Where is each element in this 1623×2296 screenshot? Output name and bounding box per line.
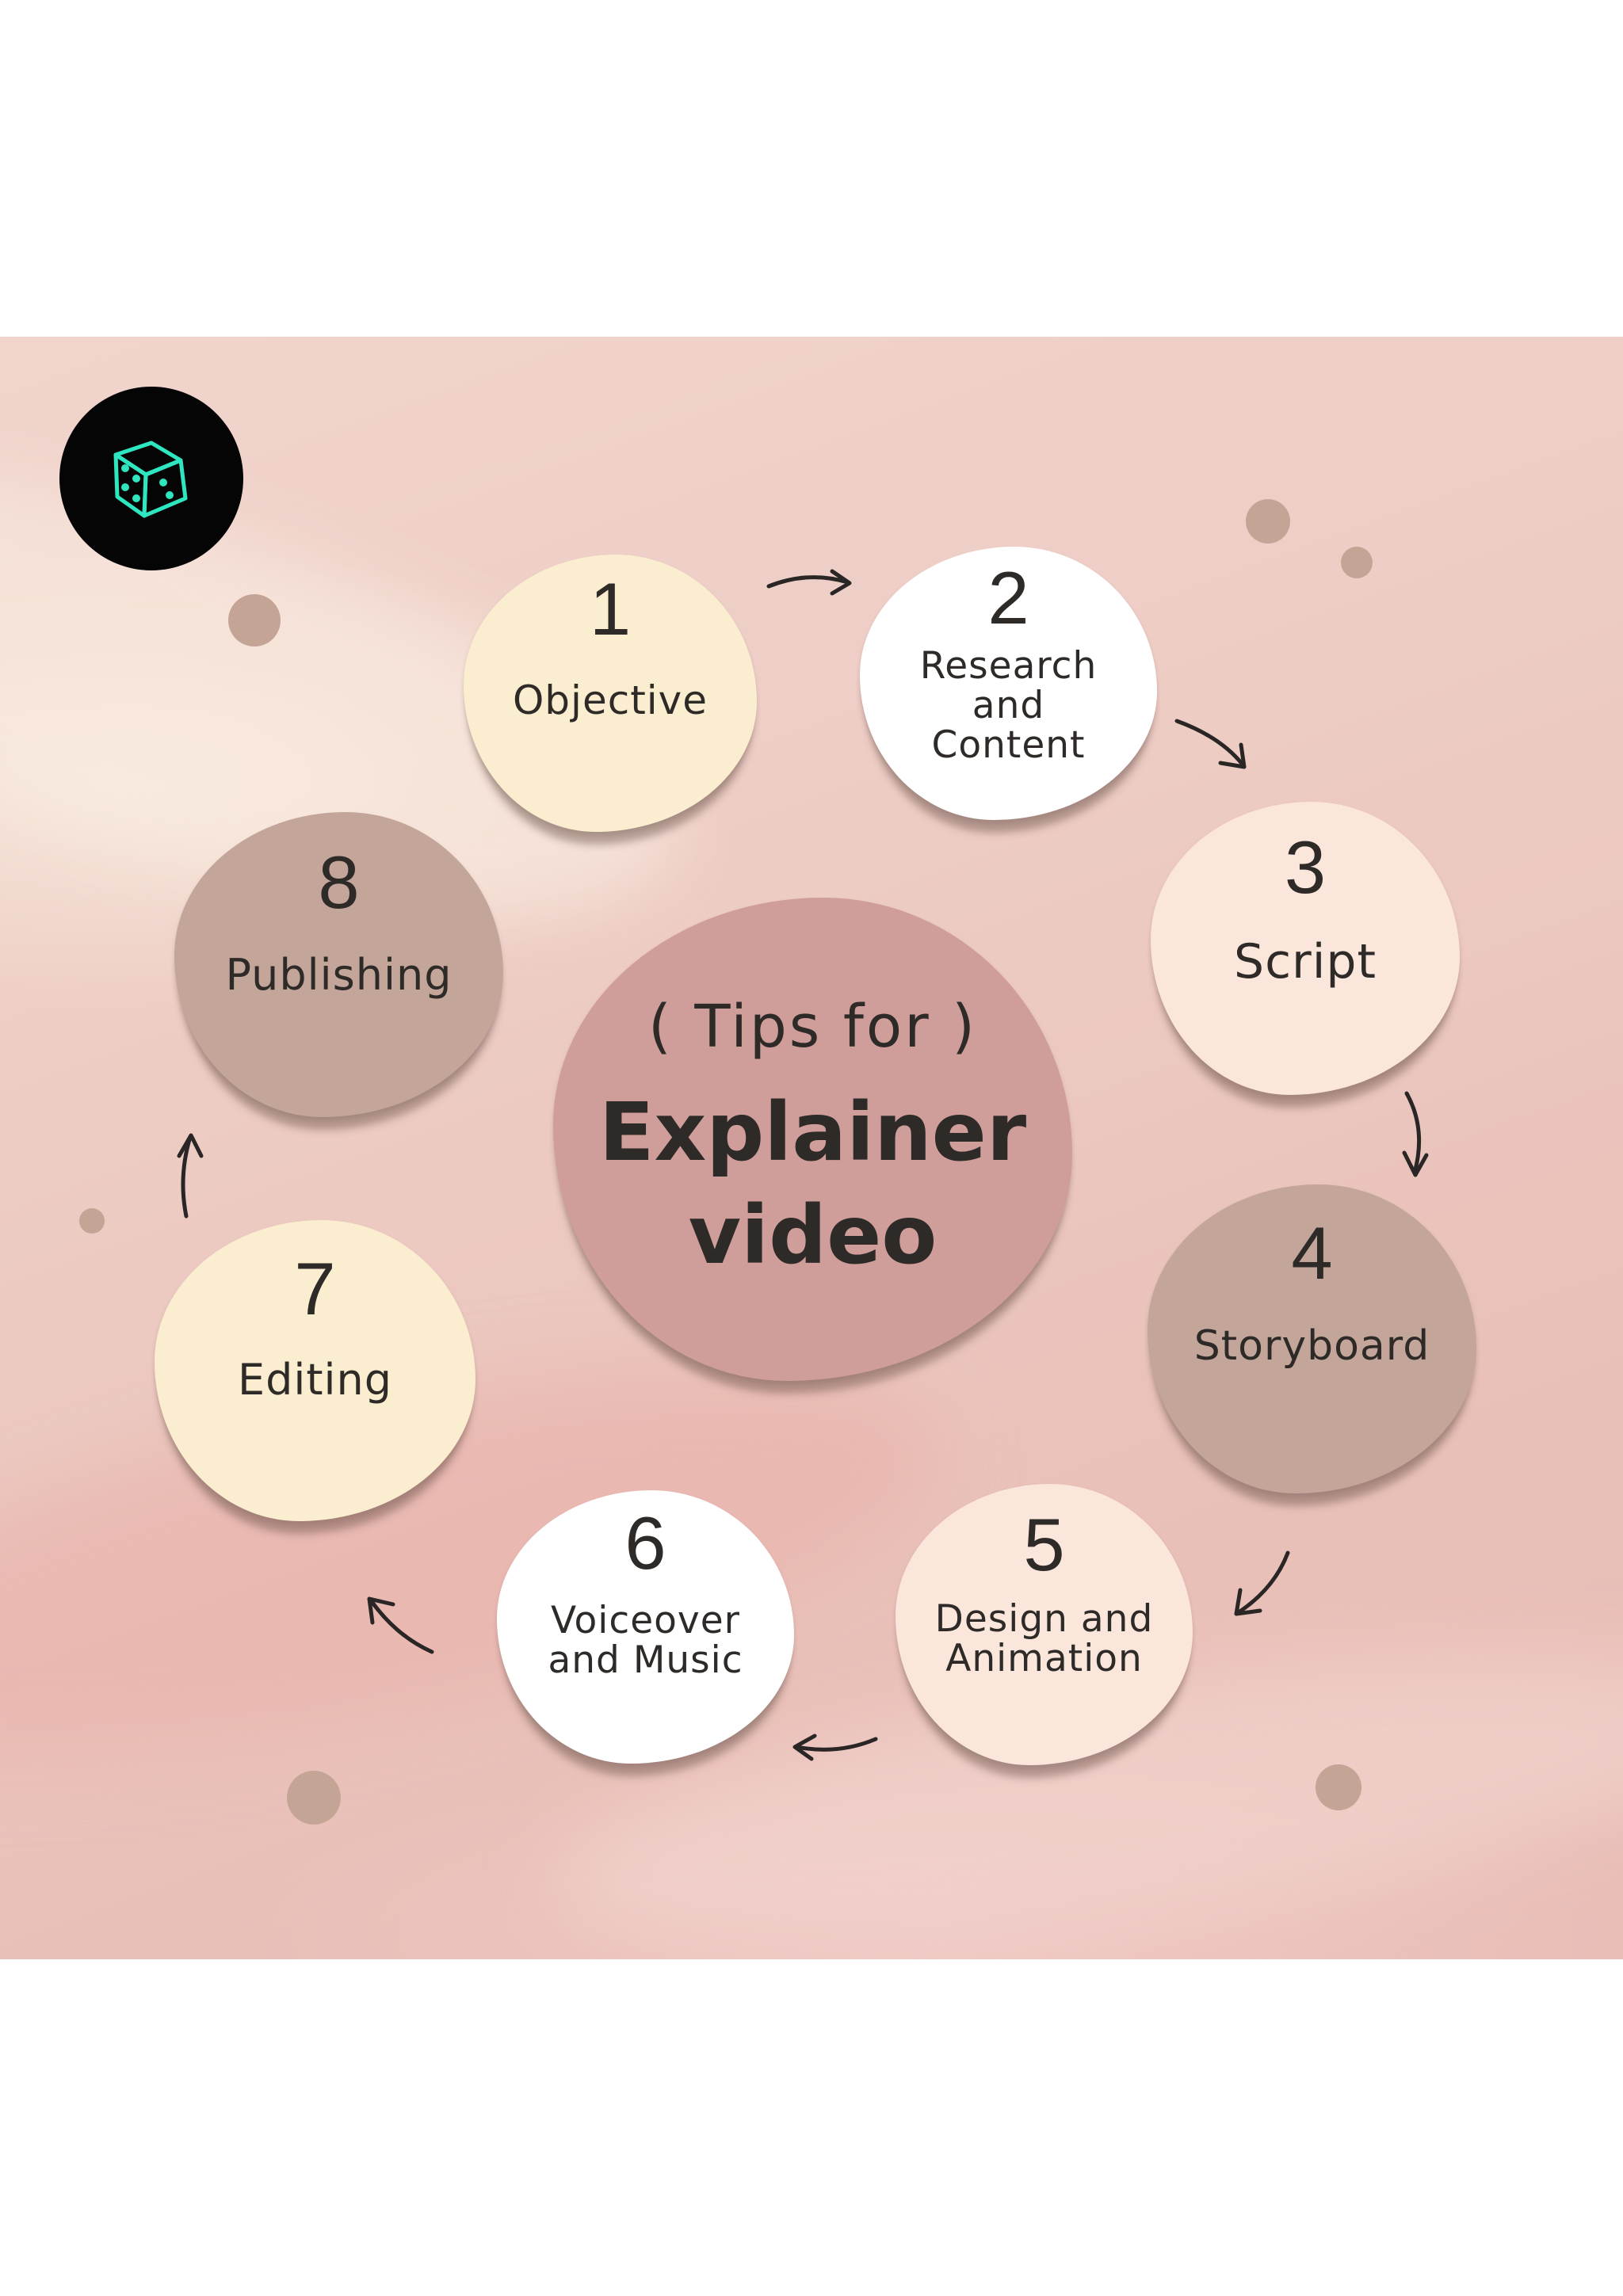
curved-arrow-icon	[1234, 1550, 1290, 1616]
decorative-dot	[287, 1771, 341, 1825]
step-number: 7	[294, 1247, 336, 1330]
decorative-dot	[1316, 1764, 1361, 1810]
logo	[59, 387, 243, 570]
step-6: 6 Voiceover and Music	[497, 1490, 794, 1764]
step-1: 1 Objective	[464, 555, 757, 832]
step-label: Storyboard	[1193, 1322, 1430, 1370]
step-label: Publishing	[225, 950, 453, 1000]
curved-arrow-icon	[792, 1733, 878, 1761]
step-number: 4	[1291, 1211, 1333, 1295]
step-7: 7 Editing	[155, 1220, 475, 1521]
step-label-line: and Music	[548, 1638, 743, 1682]
step-label-line: Animation	[945, 1637, 1143, 1680]
center-subtitle: ( Tips for )	[647, 993, 978, 1061]
decorative-dot	[1246, 499, 1290, 543]
step-5: 5 Design and Animation	[896, 1484, 1193, 1765]
step-label-line: and	[972, 684, 1045, 727]
step-number: 8	[318, 841, 360, 924]
step-label: Research and Content	[860, 646, 1157, 765]
step-label: Objective	[512, 677, 708, 723]
dice-icon	[113, 441, 188, 518]
step-number: 1	[589, 567, 632, 650]
step-label-line: Voiceover	[551, 1599, 740, 1642]
step-label-line: Content	[931, 723, 1086, 767]
center-title-blob: ( Tips for ) Explainer video	[553, 898, 1072, 1381]
center-title: Explainer video	[599, 1081, 1026, 1287]
step-label-line: Research	[919, 644, 1098, 688]
step-number: 3	[1284, 826, 1327, 909]
decorative-dot	[1341, 547, 1373, 578]
step-label: Editing	[237, 1355, 393, 1405]
decorative-dot	[228, 594, 281, 646]
center-title-line: video	[688, 1188, 938, 1283]
decorative-dot	[79, 1208, 105, 1234]
step-4: 4 Storyboard	[1148, 1184, 1476, 1493]
step-2: 2 Research and Content	[860, 547, 1157, 820]
step-label: Voiceover and Music	[497, 1601, 794, 1680]
step-number: 5	[1023, 1503, 1065, 1586]
curved-arrow-icon	[1174, 719, 1247, 769]
step-number: 2	[987, 556, 1029, 639]
step-label: Design and Animation	[896, 1600, 1193, 1679]
step-8: 8 Publishing	[174, 812, 503, 1117]
curved-arrow-icon	[367, 1596, 434, 1654]
center-title-line: Explainer	[598, 1085, 1027, 1180]
curved-arrow-icon	[177, 1133, 204, 1219]
step-label-line: Design and	[934, 1597, 1154, 1641]
infographic-panel: 1 Objective 2 Research and Content 3 Scr…	[0, 337, 1623, 1959]
curved-arrow-icon	[766, 569, 852, 596]
step-3: 3 Script	[1151, 802, 1460, 1095]
step-label: Script	[1233, 934, 1377, 990]
curved-arrow-icon	[1402, 1091, 1429, 1177]
step-number: 6	[624, 1501, 666, 1585]
